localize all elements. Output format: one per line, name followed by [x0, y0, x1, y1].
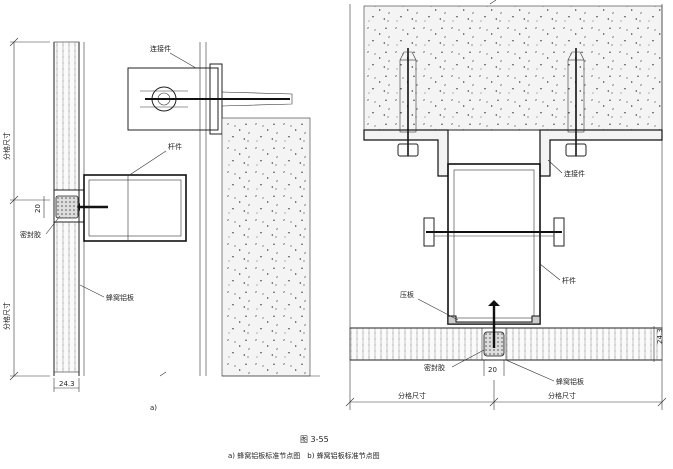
diagram-b: 连接件 压板 杆件 密封胶 蜂窝铝板 20 24.3 分格尺寸 分格尺寸: [345, 0, 667, 410]
dim-24-3-b: 24.3: [656, 328, 664, 344]
rod-tube: [83, 174, 187, 242]
dim-20: 20: [34, 204, 42, 213]
diagram-a: 连接件 杆件 密封胶 蜂窝铝板 分格尺寸 分格尺寸 20 24.3 a): [2, 37, 320, 412]
label-sealant-b: 密封胶: [424, 363, 445, 372]
figure-subtitle: a) 蜂窝铝板标准节点图 b) 蜂窝铝板标准节点图: [228, 451, 380, 460]
label-pressure-plate: 压板: [400, 290, 414, 299]
dim-grid-upper: 分格尺寸: [2, 132, 11, 160]
label-rod-b: 杆件: [562, 276, 576, 285]
sub-label-a: a): [150, 404, 157, 412]
label-connector-b: 连接件: [564, 169, 585, 178]
label-sealant: 密封胶: [20, 230, 41, 239]
label-honeycomb-panel: 蜂窝铝板: [106, 293, 134, 302]
dim-24-3: 24.3: [59, 380, 75, 388]
dim-20-b: 20: [488, 366, 497, 374]
figure-number: 图 3-55: [300, 435, 329, 444]
anchor-bolt-right: [565, 48, 587, 157]
dim-grid-left: 分格尺寸: [398, 391, 426, 400]
angle-left: [363, 129, 449, 177]
concrete-slab: [363, 5, 663, 131]
anchor-bolt-left: [397, 48, 419, 157]
honeycomb-panel-upper: [53, 41, 80, 191]
sealant-joint: [55, 195, 79, 219]
concrete-wall: [221, 117, 311, 377]
angle-right: [539, 129, 663, 177]
honeycomb-panel-right: [505, 327, 663, 361]
label-honeycomb-panel-b: 蜂窝铝板: [556, 377, 584, 386]
dim-grid-right: 分格尺寸: [548, 391, 576, 400]
honeycomb-panel-left: [349, 327, 483, 361]
label-rod: 杆件: [168, 142, 182, 151]
dim-grid-lower: 分格尺寸: [2, 302, 11, 330]
honeycomb-panel-lower: [53, 221, 80, 373]
label-connector: 连接件: [150, 44, 171, 53]
